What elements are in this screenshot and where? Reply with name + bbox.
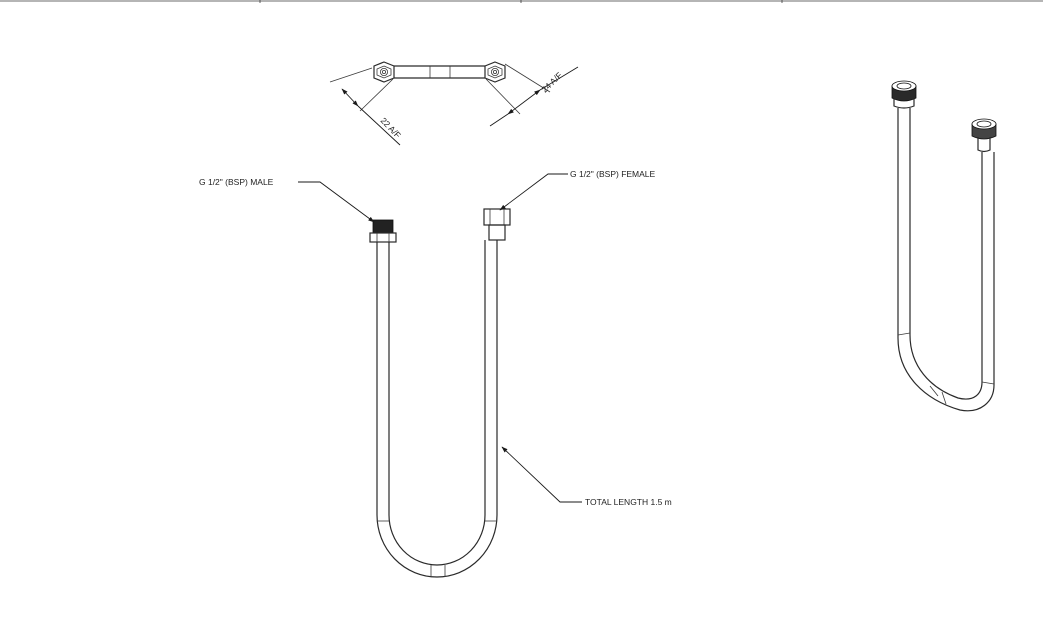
length-callout: TOTAL LENGTH 1.5 m [501,446,672,507]
top-view-pipe [394,65,485,79]
male-callout: G 1/2" (BSP) MALE [199,177,375,223]
left-hex-nut [373,61,395,83]
iso-female-fitting [971,118,997,153]
female-fitting-label: G 1/2" (BSP) FEMALE [570,169,656,179]
top-view: 22 A/F 24 A/F [329,61,579,146]
u-shaped-pipe [376,240,498,578]
isometric-view [891,80,997,412]
right-hex-nut [484,61,506,83]
dimension-22af: 22 A/F [329,67,403,146]
sheet-top-border [0,0,1043,3]
iso-pipe [897,108,995,412]
dim-24-label: 24 A/F [539,70,564,94]
female-fitting [483,208,511,241]
total-length-label: TOTAL LENGTH 1.5 m [585,497,672,507]
iso-male-fitting [891,80,917,109]
front-view: G 1/2" (BSP) MALE G 1/2" (BSP) FEMALE TO… [199,169,672,578]
dimension-24af: 24 A/F [485,63,579,127]
male-fitting [369,219,397,243]
female-callout: G 1/2" (BSP) FEMALE [499,169,656,211]
male-fitting-label: G 1/2" (BSP) MALE [199,177,274,187]
